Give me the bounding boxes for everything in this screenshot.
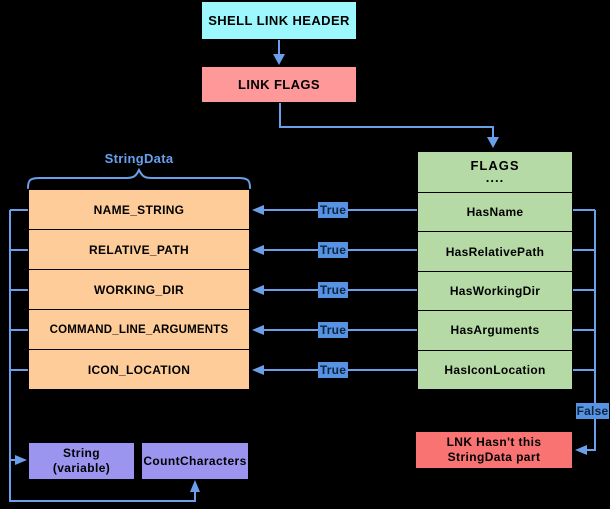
count-characters-box: CountCharacters [141,442,249,480]
true-label-hasrelativepath: True [318,242,348,258]
flag-row-hasarguments: HasArguments [418,311,572,351]
flag-row-hasworkingdir: HasWorkingDir [418,272,572,312]
stringdata-row-icon-location: ICON_LOCATION [87,362,191,377]
link-flags-box: LINK FLAGS [201,66,357,103]
flag-row-hasname: HasName [418,193,572,233]
stringdata-row-relative-path: RELATIVE_PATH [29,230,249,270]
true-label-hasarguments: True [318,322,348,338]
flags-table-header: FLAGS .... [418,152,572,193]
flag-row-hasiconlocation: HasIconLocation [444,362,546,377]
stringdata-row-working-dir: WORKING_DIR [29,270,249,310]
string-variable-line2: (variable) [52,461,111,475]
false-label: False [576,403,609,419]
arrow-linkflags-to-flags-icon [279,103,499,148]
stringdata-row-command-line-arguments: COMMAND_LINE_ARGUMENTS [29,310,249,350]
flags-table: FLAGS .... HasName HasRelativePath HasWo… [417,151,573,390]
flag-row-hasrelativepath: HasRelativePath [418,232,572,272]
stringdata-title: StringData [104,151,174,166]
stringdata-table: NAME_STRING RELATIVE_PATH WORKING_DIR CO… [28,185,250,390]
true-label-hasworkingdir: True [318,282,348,298]
true-label-hasname: True [318,202,348,218]
arrow-header-to-linkflags-icon [273,40,285,65]
shell-link-header-label: SHELL LINK HEADER [208,13,350,28]
count-characters-label: CountCharacters [143,454,247,468]
string-variable-box: String (variable) [28,442,135,480]
string-variable-line1: String [62,446,101,460]
flags-title: FLAGS [470,158,520,174]
else-line2: StringData part [447,450,541,464]
shell-link-header-box: SHELL LINK HEADER [201,1,357,40]
flags-dots: .... [485,170,505,185]
link-flags-label: LINK FLAGS [238,77,320,92]
stringdata-row-name-string: NAME_STRING [29,190,249,230]
true-label-hasiconlocation: True [318,362,348,378]
lnk-hasnt-stringdata-box: LNK Hasn't this StringData part [415,431,573,469]
else-line1: LNK Hasn't this [446,435,542,449]
